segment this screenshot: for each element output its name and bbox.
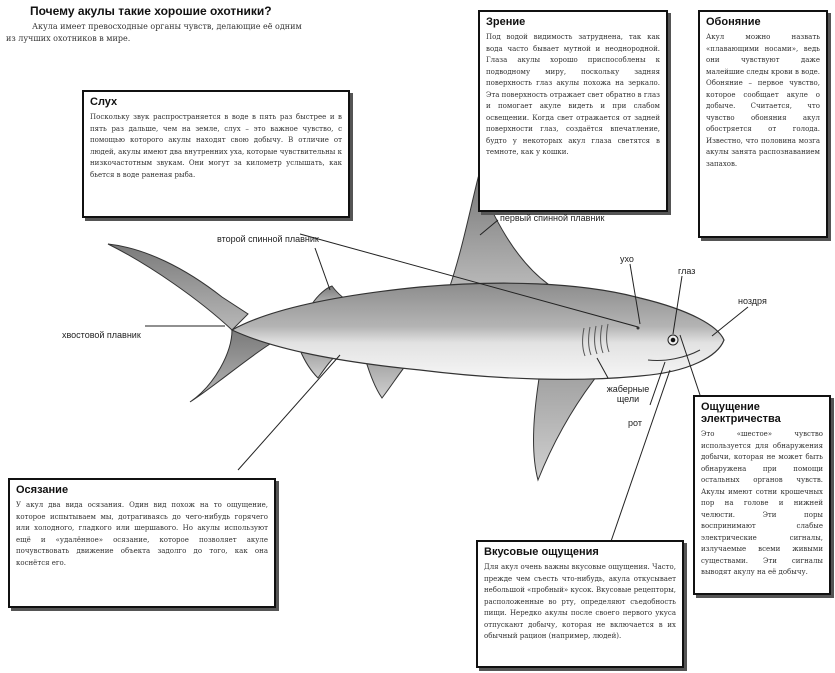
tail-upper-lobe	[108, 244, 248, 330]
hearing-box: Слух Поскольку звук распространяется в в…	[82, 90, 350, 218]
label-second-dorsal-fin: второй спинной плавник	[217, 234, 319, 244]
taste-title: Вкусовые ощущения	[484, 546, 676, 558]
hearing-text: Поскольку звук распространяется в воде в…	[90, 112, 342, 181]
label-first-dorsal-fin: первый спинной плавник	[500, 213, 604, 223]
vision-title: Зрение	[486, 16, 660, 28]
intro-section: Почему акулы такие хорошие охотники? Аку…	[6, 4, 306, 45]
touch-text: У акул два вида осязания. Один вид похож…	[16, 500, 268, 569]
smell-text: Акул можно назвать «плавающими носами», …	[706, 32, 820, 170]
smell-title: Обоняние	[706, 16, 820, 28]
vision-text: Под водой видимость затруднена, так как …	[486, 32, 660, 159]
label-nostril: ноздря	[738, 296, 767, 306]
touch-title: Осязание	[16, 484, 268, 496]
label-eye: глаз	[678, 266, 695, 276]
page-title: Почему акулы такие хорошие охотники?	[30, 4, 306, 18]
intro-text: Акула имеет превосходные органы чувств, …	[6, 21, 306, 45]
electric-box: Ощущение электричества Это «шестое» чувс…	[693, 395, 831, 595]
smell-box: Обоняние Акул можно назвать «плавающими …	[698, 10, 828, 238]
pectoral-fin	[534, 372, 600, 480]
label-gill-slits: жаберные щели	[598, 384, 658, 404]
label-tail-fin: хвостовой плавник	[62, 330, 141, 340]
electric-text: Это «шестое» чувство используется для об…	[701, 429, 823, 579]
shark-body	[232, 283, 724, 379]
taste-text: Для акул очень важны вкусовые ощущения. …	[484, 562, 676, 643]
eye-pupil	[671, 338, 676, 343]
electric-title: Ощущение электричества	[701, 401, 823, 425]
label-mouth: рот	[628, 418, 642, 428]
taste-box: Вкусовые ощущения Для акул очень важны в…	[476, 540, 684, 668]
label-ear: ухо	[620, 254, 634, 264]
hearing-title: Слух	[90, 96, 342, 108]
vision-box: Зрение Под водой видимость затруднена, т…	[478, 10, 668, 212]
touch-box: Осязание У акул два вида осязания. Один …	[8, 478, 276, 608]
